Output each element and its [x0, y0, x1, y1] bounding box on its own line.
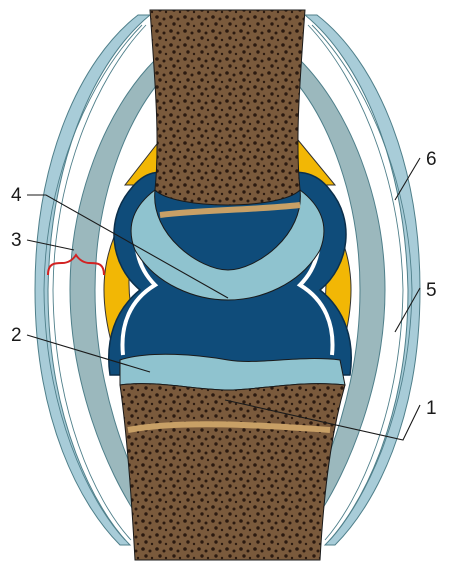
label-2: 2: [11, 325, 22, 346]
label-4: 4: [11, 185, 22, 206]
label-3: 3: [11, 230, 22, 251]
lower-bone-shaft: [120, 384, 345, 560]
label-1: 1: [426, 398, 437, 419]
label-6: 6: [426, 149, 437, 170]
label-5: 5: [426, 280, 437, 301]
upper-bone-shaft: [150, 10, 305, 205]
